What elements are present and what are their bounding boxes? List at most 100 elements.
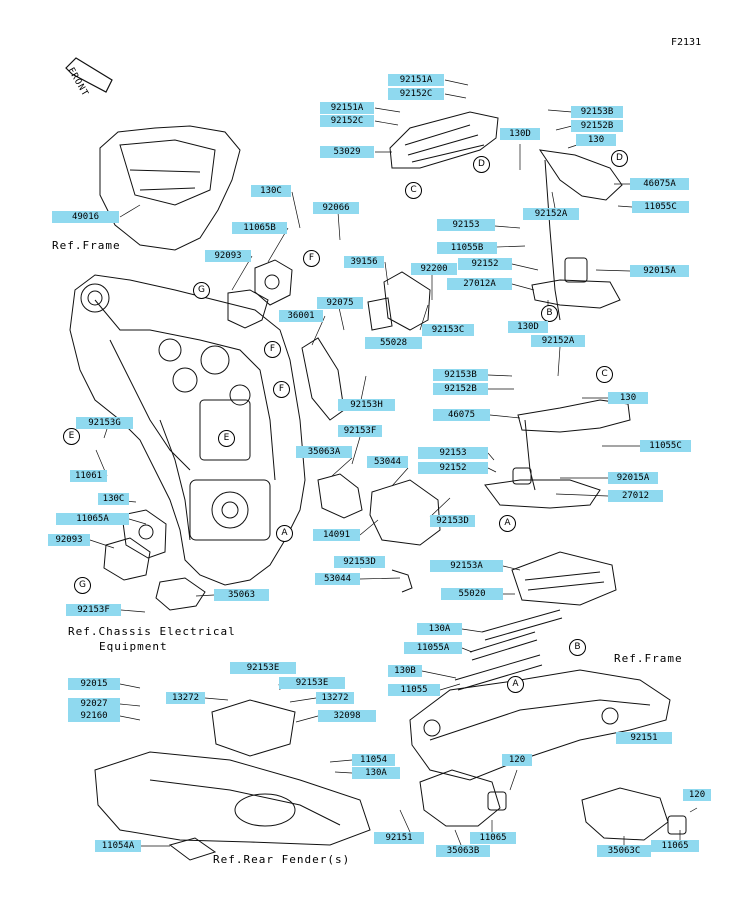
marker-e: E bbox=[63, 428, 80, 445]
part-label: 14091 bbox=[313, 529, 360, 541]
part-label: 35063B bbox=[436, 845, 490, 857]
plate-55020 bbox=[511, 551, 617, 606]
part-label: 92153 bbox=[418, 447, 488, 459]
part-label: 35063A bbox=[296, 446, 352, 458]
part-label: 130C bbox=[98, 493, 129, 505]
part-label: 11061 bbox=[70, 470, 107, 482]
marker-b: B bbox=[541, 305, 558, 322]
marker-b: B bbox=[569, 639, 586, 656]
part-label: 35063 bbox=[214, 589, 269, 601]
marker-a: A bbox=[507, 676, 524, 693]
part-label: 13272 bbox=[316, 692, 354, 704]
part-label: 27012 bbox=[608, 490, 663, 502]
part-label: 130B bbox=[388, 665, 422, 677]
part-label: 92153E bbox=[230, 662, 296, 674]
marker-a: A bbox=[276, 525, 293, 542]
part-label: 36001 bbox=[279, 310, 323, 322]
part-label: 92015A bbox=[630, 265, 689, 277]
front-arrow-icon bbox=[65, 57, 113, 93]
part-label: 92151 bbox=[616, 732, 672, 744]
part-label: 92151A bbox=[388, 74, 444, 86]
part-label: 92152 bbox=[458, 258, 512, 270]
part-label: 92153E bbox=[279, 677, 345, 689]
part-label: 92152B bbox=[571, 120, 623, 132]
cover-49016 bbox=[99, 125, 241, 251]
part-label: 46075A bbox=[630, 178, 689, 190]
marker-d: D bbox=[473, 156, 490, 173]
marker-g: G bbox=[193, 282, 210, 299]
part-label: 11055C bbox=[632, 201, 689, 213]
part-label: 92153F bbox=[338, 425, 382, 437]
part-label: 120 bbox=[502, 754, 532, 766]
part-label: 92153A bbox=[430, 560, 503, 572]
part-label: 39156 bbox=[344, 256, 384, 268]
part-label: 130A bbox=[352, 767, 400, 779]
part-label: 32098 bbox=[318, 710, 376, 722]
part-label: 130A bbox=[417, 623, 462, 635]
marker-f: F bbox=[303, 250, 320, 267]
part-label: 55020 bbox=[441, 588, 503, 600]
part-label: 130 bbox=[576, 134, 616, 146]
diagram-code: F2131 bbox=[671, 37, 702, 48]
rear-fender bbox=[94, 751, 371, 846]
part-label: 11065B bbox=[232, 222, 287, 234]
part-label: 49016 bbox=[52, 211, 119, 223]
part-label: 27012A bbox=[447, 278, 512, 290]
rear-subframe bbox=[409, 669, 671, 781]
marker-f: F bbox=[273, 381, 290, 398]
marker-g: G bbox=[74, 577, 91, 594]
part-label: 11055C bbox=[640, 440, 691, 452]
marker-e: E bbox=[218, 430, 235, 447]
part-label: 92153B bbox=[433, 369, 488, 381]
marker-f: F bbox=[264, 341, 281, 358]
part-label: 92153F bbox=[66, 604, 121, 616]
plate-53029 bbox=[389, 111, 499, 169]
part-label: 11054A bbox=[95, 840, 141, 852]
part-label: 92151 bbox=[374, 832, 424, 844]
part-label: 92152A bbox=[531, 335, 585, 347]
part-label: 53044 bbox=[315, 573, 360, 585]
ref-frame-right: Ref.Frame bbox=[614, 652, 683, 665]
part-label: 130D bbox=[508, 321, 548, 333]
part-label: 92160 bbox=[68, 710, 120, 722]
part-label: 92152 bbox=[418, 462, 488, 474]
part-label: 35063C bbox=[597, 845, 651, 857]
part-label: 92153H bbox=[338, 399, 395, 411]
part-label: 92153D bbox=[430, 515, 475, 527]
part-label: 92153C bbox=[422, 324, 474, 336]
part-label: 53029 bbox=[320, 146, 374, 158]
ref-equipment: Equipment bbox=[99, 640, 168, 653]
part-label: 130D bbox=[500, 128, 540, 140]
part-label: 11065 bbox=[651, 840, 699, 852]
part-label: 92015A bbox=[608, 472, 658, 484]
part-label: 92151A bbox=[320, 102, 374, 114]
part-label: 92093 bbox=[48, 534, 90, 546]
ref-rear-fender: Ref.Rear Fender(s) bbox=[213, 853, 351, 866]
part-label: 92093 bbox=[205, 250, 251, 262]
main-frame bbox=[69, 274, 306, 586]
marker-c: C bbox=[405, 182, 422, 199]
part-label: 92152A bbox=[523, 208, 579, 220]
part-label: 92153 bbox=[437, 219, 495, 231]
part-label: 92075 bbox=[317, 297, 363, 309]
part-label: 11055B bbox=[437, 242, 497, 254]
part-label: 11055A bbox=[404, 642, 462, 654]
ref-frame-left: Ref.Frame bbox=[52, 239, 121, 252]
part-label: 92027 bbox=[68, 698, 120, 710]
marker-d: D bbox=[611, 150, 628, 167]
part-label: 92152C bbox=[388, 88, 444, 100]
marker-c: C bbox=[596, 366, 613, 383]
part-label: 53044 bbox=[367, 456, 408, 468]
part-label: 120 bbox=[683, 789, 711, 801]
part-label: 92066 bbox=[313, 202, 359, 214]
part-label: 92152B bbox=[433, 383, 488, 395]
ref-chassis-electrical: Ref.Chassis Electrical bbox=[68, 625, 236, 638]
part-label: 92153G bbox=[76, 417, 133, 429]
part-label: 55028 bbox=[365, 337, 422, 349]
part-label: 13272 bbox=[166, 692, 205, 704]
part-label: 130C bbox=[251, 185, 291, 197]
part-label: 92153D bbox=[334, 556, 385, 568]
part-label: 92200 bbox=[411, 263, 457, 275]
